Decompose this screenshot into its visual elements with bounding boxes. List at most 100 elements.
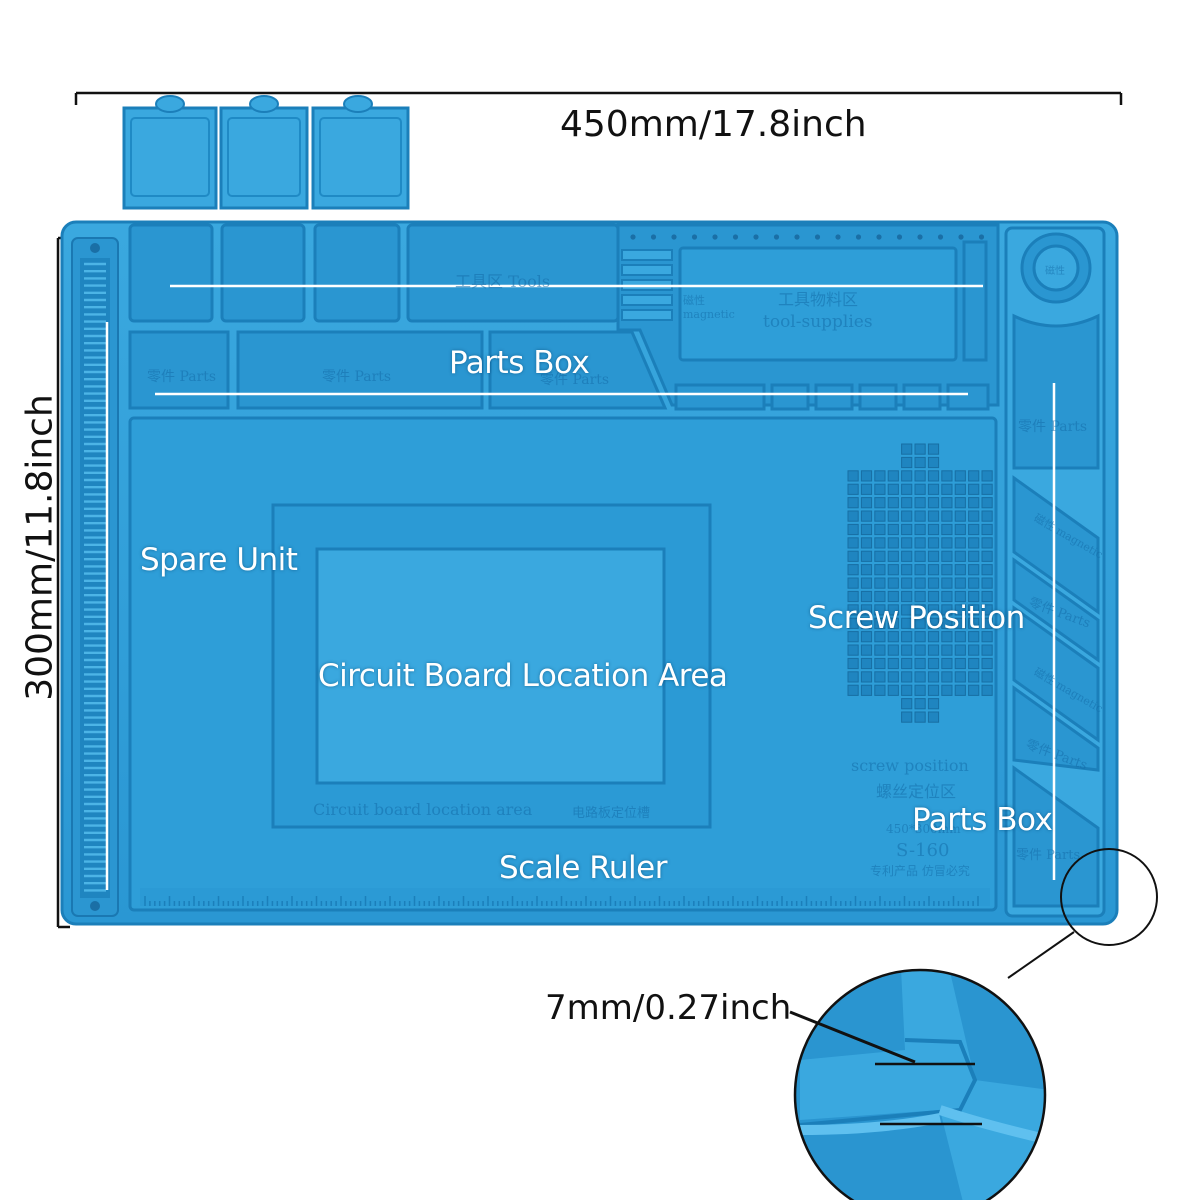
emboss-parts-c: 零件 Parts — [540, 372, 610, 388]
screw-slot — [901, 604, 913, 616]
screw-slot — [860, 550, 873, 562]
screw-slot — [901, 456, 913, 469]
screw-slot — [860, 684, 873, 696]
screw-slot — [914, 617, 926, 629]
screw-slot — [847, 644, 859, 656]
emboss-board-area: Circuit board location area — [313, 800, 533, 819]
screw-slot — [860, 617, 873, 629]
emboss-screw-position-en: screw position — [851, 756, 969, 775]
screw-slot — [941, 550, 953, 562]
screw-slot — [981, 590, 993, 603]
screw-slot — [901, 617, 913, 629]
screw-slot — [981, 617, 993, 629]
screw-slot — [914, 698, 926, 710]
top-dot — [876, 234, 882, 240]
screw-slot — [981, 631, 993, 643]
emboss-tools: 工具区 Tools — [455, 272, 551, 291]
screw-slot — [860, 644, 873, 656]
screw-slot — [968, 510, 980, 522]
top-dot — [958, 234, 964, 240]
screw-slot — [981, 470, 993, 482]
screw-slot — [914, 564, 926, 576]
screw-slot — [927, 443, 940, 455]
screw-slot — [927, 577, 940, 589]
screw-slot — [927, 537, 940, 549]
screw-slot — [981, 564, 993, 576]
screw-slot — [914, 671, 926, 683]
screw-slot — [954, 644, 966, 656]
screw-slot — [914, 604, 926, 616]
screw-slot — [847, 577, 859, 589]
screw-slot — [874, 550, 886, 562]
screw-slot — [941, 631, 953, 643]
emboss-parts-b: 零件 Parts — [322, 369, 392, 385]
screw-slot — [887, 577, 899, 589]
screw-slot — [860, 523, 873, 536]
scale-ruler — [140, 888, 990, 906]
screw-slot — [874, 523, 886, 536]
emboss-parts-right-1: 零件 Parts — [1018, 419, 1088, 435]
top-dots — [630, 234, 985, 240]
screw-slot — [847, 631, 859, 643]
screw-slot — [901, 657, 913, 670]
screw-slot — [941, 483, 953, 495]
screw-slot — [941, 523, 953, 536]
screw-slot — [927, 711, 940, 723]
screw-slot — [968, 617, 980, 629]
screw-slot — [847, 617, 859, 629]
screw-slot — [914, 523, 926, 536]
emboss-magnet-cup: 磁性 — [1045, 266, 1065, 277]
top-dot — [896, 234, 903, 240]
screw-slot — [954, 537, 966, 549]
screw-slot — [901, 684, 913, 696]
screw-slot — [860, 497, 873, 509]
top-dot — [753, 234, 759, 240]
screw-slot — [954, 617, 966, 629]
screw-slot — [954, 483, 966, 495]
screw-slot — [847, 657, 859, 670]
emboss-magnetic-top: 磁性 magnetic — [683, 294, 735, 321]
screw-slot — [927, 671, 940, 683]
screw-slot — [927, 604, 940, 616]
screw-slot — [901, 510, 913, 522]
screw-slot — [887, 470, 899, 482]
screw-slot — [968, 657, 980, 670]
screw-slot — [901, 644, 913, 656]
width-dimension-label: 450mm/17.8inch — [560, 104, 867, 145]
screw-slot — [941, 671, 953, 683]
screw-slot — [981, 550, 993, 562]
screw-slot — [860, 510, 873, 522]
screw-slot — [968, 497, 980, 509]
screw-slot — [847, 523, 859, 536]
screw-slot — [968, 523, 980, 536]
screw-slot — [887, 537, 899, 549]
screw-slot — [954, 470, 966, 482]
screw-slot — [927, 456, 940, 469]
screw-slot — [901, 631, 913, 643]
top-dot — [691, 234, 698, 240]
screw-slot — [968, 671, 980, 683]
screw-slot — [914, 577, 926, 589]
screw-slot — [901, 523, 913, 536]
screw-slot — [901, 537, 913, 549]
screw-slot — [887, 671, 899, 683]
top-dot — [978, 234, 985, 240]
screw-slot — [927, 497, 940, 509]
screw-slot — [860, 483, 873, 495]
emboss-model: S-160 — [896, 840, 950, 861]
screw-slot — [968, 537, 980, 549]
screw-slot — [968, 483, 980, 495]
screw-slot — [914, 711, 926, 723]
screw-slot — [968, 684, 980, 696]
screw-slot — [887, 483, 899, 495]
screw-slot — [941, 604, 953, 616]
screw-slot — [887, 684, 899, 696]
screw-slot — [847, 483, 859, 495]
screw-slot — [954, 657, 966, 670]
screw-slot — [927, 510, 940, 522]
screw-slot — [954, 550, 966, 562]
screw-slot — [968, 550, 980, 562]
screw-slot — [954, 564, 966, 576]
screw-slot — [954, 631, 966, 643]
